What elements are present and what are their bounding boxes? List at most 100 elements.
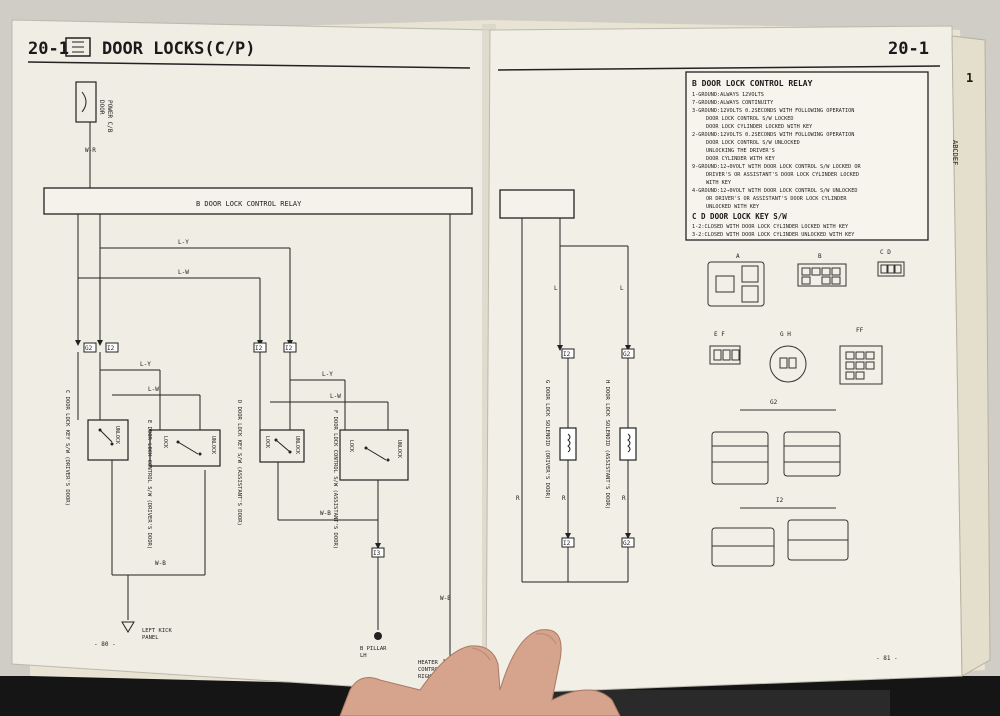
label-key-sw-driver: C DOOR LOCK KEY S/W (DRIVER'S DOOR) [64,390,70,506]
relay-bar-right [499,189,575,219]
spec-line: 3-GROUND:12VOLTS 0.2SECONDS WITH FOLLOWI… [692,108,854,114]
power-cb-label-1: DOOR [98,100,105,115]
spec-line: DOOR CYLINDER WITH KEY [706,156,776,162]
spec-line: UNLOCKED WITH KEY [706,204,760,210]
connector-i2-right: I2 [283,342,297,353]
hand [339,629,621,716]
wire-label-wb-2: W-B [320,510,331,517]
svg-text:G2: G2 [623,351,631,358]
spec-line: 9-GROUND:12→0VOLT WITH DOOR LOCK CONTROL… [692,164,862,170]
spec-line: 4-GROUND:12→0VOLT WITH DOOR LOCK CONTROL… [692,188,858,194]
ground-label-b-pillar-2: LH [360,653,367,659]
control-switch-driver: LOCK UNLOCK [149,429,221,467]
label-control-sw-assistant: F DOOR LOCK CONTROL S/W (ASSISTANT'S DOO… [332,410,338,549]
relay-bar-left [43,187,473,215]
connector-diagram-gh [769,345,807,383]
solenoid-driver [559,427,577,461]
wire-label-r-3: R [622,495,626,502]
right-page-number: - 81 - [876,655,898,662]
wire-label-lw-2: L-W [148,386,159,393]
ground-symbol-left-kick [121,621,135,633]
label-control-sw-driver: E DOOR LOCK CONTROL S/W (DRIVER'S DOOR) [146,420,152,549]
connector-label-ef: E F [714,331,725,338]
power-circuit-breaker [75,81,97,123]
wire-label-ly-1: L-Y [178,239,189,246]
svg-text:G2: G2 [85,345,93,352]
left-page-number: - 80 - [94,641,116,648]
connector-i3: I3 [371,547,385,558]
key-sw-spec-heading: C D DOOR LOCK KEY S/W [692,212,787,221]
wire-label-wr-top: W-R [85,147,96,154]
ground-symbol-b-pillar [374,632,382,640]
svg-text:LOCK: LOCK [264,436,270,448]
tab-number: 1 [966,71,973,85]
svg-text:UNLOCK: UNLOCK [114,426,120,444]
power-cb-label-2: POWER C/B [106,100,113,133]
connector-diagram-ef [709,345,741,365]
connector-diagram-i2 [711,507,849,567]
wire-label-r-2: R [562,495,566,502]
svg-text:G2: G2 [623,540,631,547]
spec-line: UNLOCKING THE DRIVER'S [706,148,775,154]
connector-label-a: A [736,253,740,260]
ground-label-heater-1: HEATER [418,660,439,666]
connector-label-ff: FF [856,327,864,334]
wire-label-l-1: L [554,285,558,292]
svg-text:UNLOCK: UNLOCK [210,436,216,454]
key-sw-spec-line: 3-2:CLOSED WITH DOOR LOCK CYLINDER UNLOC… [692,232,855,238]
wire-label-r-1: R [516,495,520,502]
svg-text:I2: I2 [255,345,263,352]
ground-label-left-kick-1: LEFT KICK [142,628,172,634]
connector-label-b: B [818,253,822,260]
connector-g2-lower: G2 [621,537,635,548]
connector-diagram-cd [877,261,905,277]
label-solenoid-driver: G DOOR LOCK SOLENOID (DRIVER'S DOOR) [544,380,550,499]
svg-text:I3: I3 [373,550,381,557]
spec-line: DOOR LOCK CYLINDER LOCKED WITH KEY [706,124,813,130]
svg-text:I2: I2 [563,351,571,358]
connector-g2-left: G2 [83,342,97,353]
ground-label-heater-2: CONTROL [418,667,442,673]
svg-text:I2: I2 [107,345,115,352]
wire-label-lw-3: L-W [330,393,341,400]
svg-text:LOCK: LOCK [348,440,354,452]
spec-line: OR DRIVER'S OR ASSISTANT'S DOOR LOCK CYL… [706,196,847,202]
connector-label-gh: G H [780,331,791,338]
spec-line: 1-GROUND:ALWAYS 12VOLTS [692,92,764,98]
label-key-sw-assistant: D DOOR LOCK KEY S/W (ASSISTANT'S DOOR) [236,400,242,526]
svg-text:UNLOCK: UNLOCK [396,440,402,458]
relay-spec-box [685,71,929,241]
key-switch-assistant: LOCK UNLOCK [259,429,305,463]
connector-diagram-g2 [711,409,841,485]
spec-line: 7-GROUND:ALWAYS CONTINUITY [692,100,774,106]
spec-line: 2-GROUND:12VOLTS 0.2SECONDS WITH FOLLOWI… [692,132,854,138]
svg-text:UNLOCK: UNLOCK [294,436,300,454]
ground-label-b-pillar-1: B PILLAR [360,646,387,652]
solenoid-assistant [619,427,637,461]
wire-label-ly-3: L-Y [322,371,333,378]
relay-spec-heading: B DOOR LOCK CONTROL RELAY [692,79,813,88]
wire-label-wb-3: W-B [440,595,451,602]
relay-bar-label: B DOOR LOCK CONTROL RELAY [196,200,302,208]
wire-label-ly-2: L-Y [140,361,151,368]
connector-label-cd: C D [880,249,891,256]
connector-diagram-b [797,263,847,287]
connector-i2-left: I2 [105,342,119,353]
connector-i2-mid: I2 [253,342,267,353]
spec-line: DOOR LOCK CONTROL S/W LOCKED [706,116,793,122]
connector-label-i2: I2 [776,497,784,504]
svg-text:LOCK: LOCK [162,436,168,448]
connector-label-g2: G2 [770,399,778,406]
right-section-number: 20-1 [888,39,929,59]
connector-i2-lower: I2 [561,537,575,548]
left-page: 20-1 DOOR LOCKS(C/P) DOOR POWER C/B W-R … [11,19,493,696]
right-page: 1 ABCDEF 20-1 B DOOR LOCK CONTROL RELAY … [485,25,991,695]
key-switch-driver: UNLOCK [87,419,129,461]
svg-text:I2: I2 [563,540,571,547]
spec-line: WITH KEY [706,180,732,186]
key-sw-spec-line: 1-2:CLOSED WITH DOOR LOCK CYLINDER LOCKE… [692,224,849,230]
left-page-title: DOOR LOCKS(C/P) [102,39,256,59]
book-icon [65,37,91,57]
wire-label-lw-1: L-W [178,269,189,276]
ground-label-heater-3: RIGHT [418,674,435,680]
